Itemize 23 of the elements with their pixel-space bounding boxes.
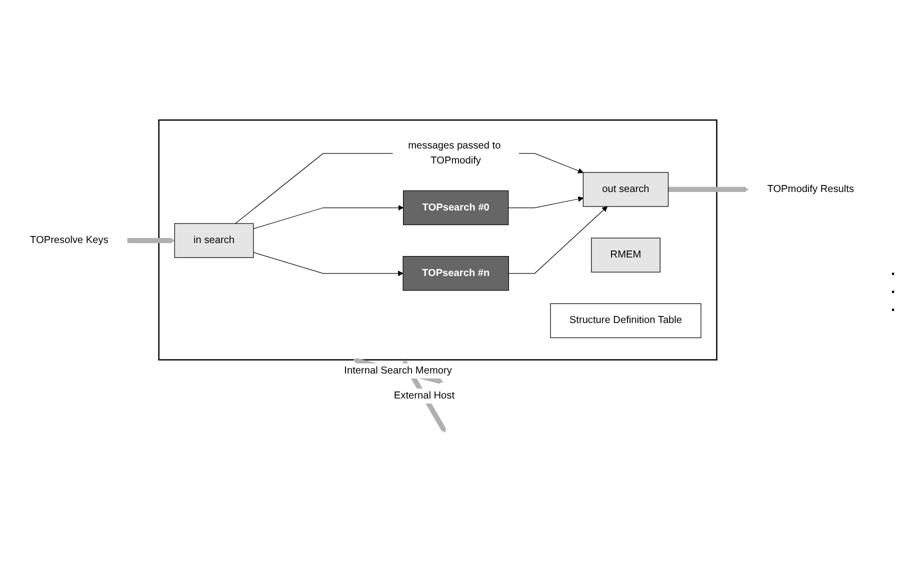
node-text: TOPmodify Results — [767, 184, 854, 194]
arrow — [668, 186, 749, 192]
arrow — [508, 206, 608, 274]
ellipsis-dot: . — [890, 276, 896, 294]
node-box — [550, 303, 702, 338]
cluster — [158, 119, 718, 360]
node-box — [591, 238, 660, 272]
node-box — [403, 190, 509, 225]
arrow — [253, 204, 404, 229]
arrow — [508, 196, 584, 208]
edge-label: External Host — [394, 390, 455, 401]
arrow — [235, 153, 584, 224]
edge-label: messages passed to TOPmodify — [408, 140, 501, 166]
ellipsis-dot: . — [890, 294, 896, 312]
arrow — [253, 252, 404, 276]
arrow — [127, 238, 175, 244]
node-box — [582, 172, 669, 207]
edge-label: Internal Search Memory — [344, 365, 452, 376]
block-diagram: messages passed to TOPmodify Internal Search Memory External Host in search TOPsearch #0 TOPsearch #n out search RMEM Structure Definition Table TOPresolve Keys TOPmodify Results — [6, 114, 878, 456]
node-box — [174, 223, 254, 258]
node-text: TOPresolve Keys — [30, 234, 108, 246]
node-box — [402, 256, 509, 291]
ellipsis-dot: . — [890, 258, 896, 276]
